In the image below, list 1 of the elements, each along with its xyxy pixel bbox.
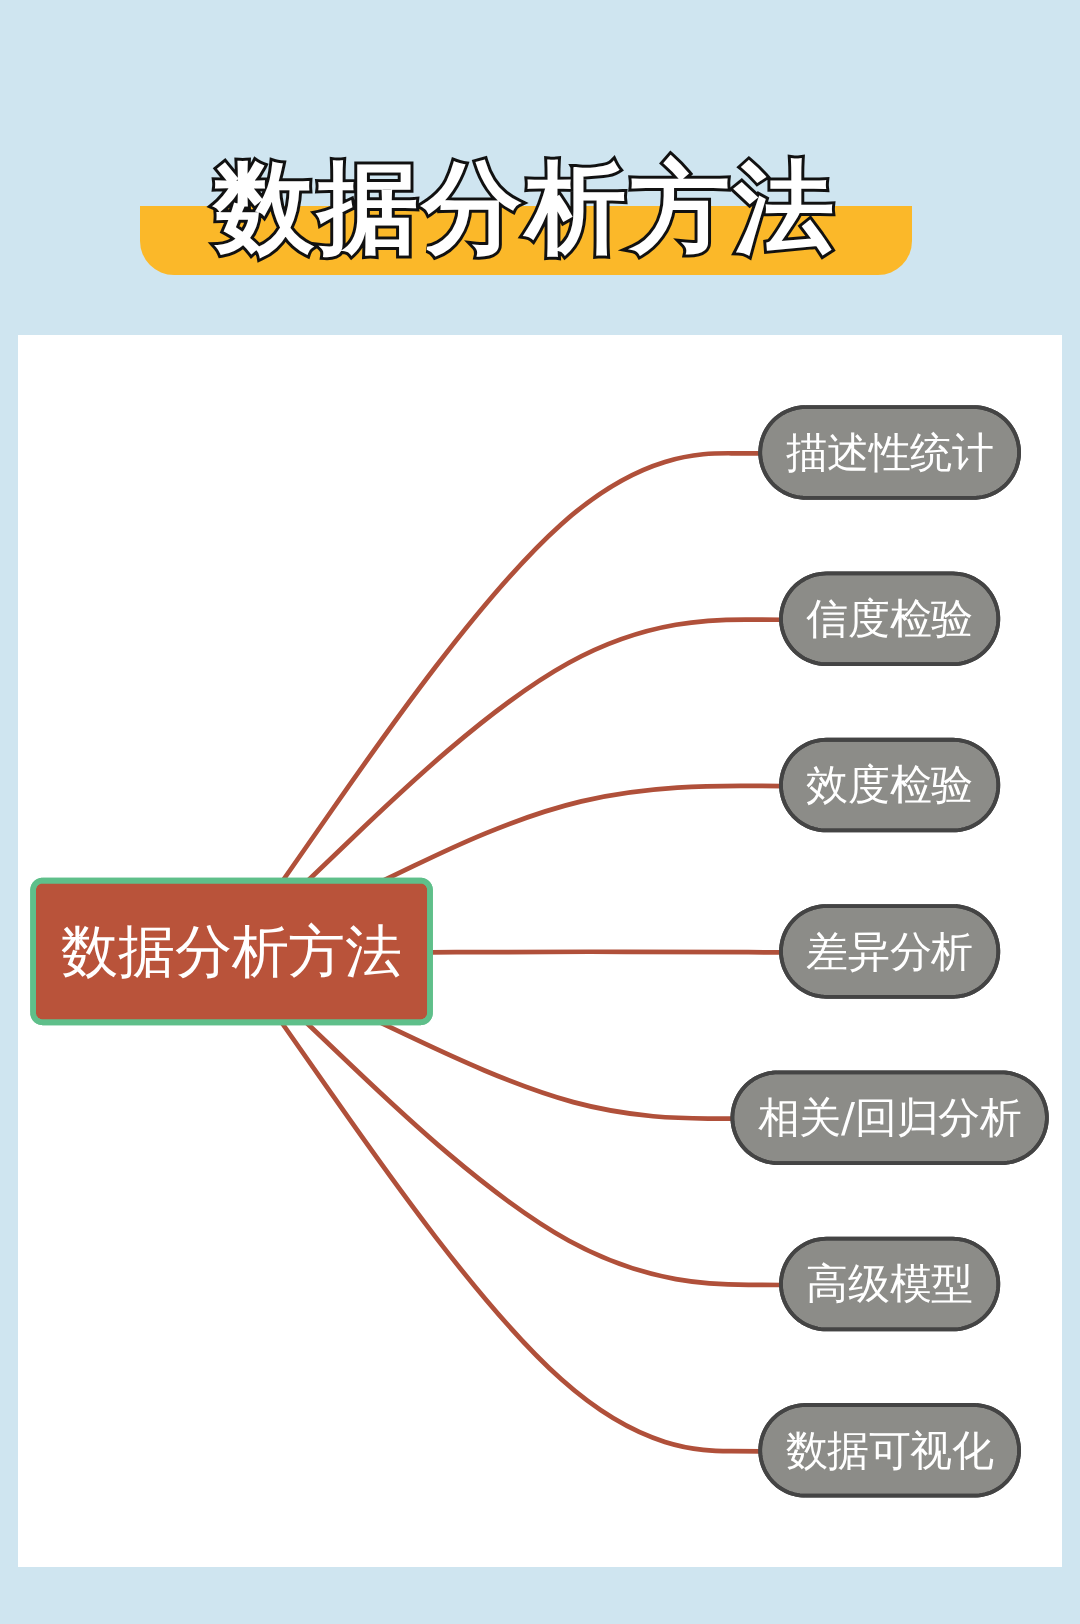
diagram-panel: 数据分析方法 描述性统计 信度检验 效度检验 差异分析 相关/回归分析 高级模型 数据可视化 xyxy=(18,335,1062,1567)
